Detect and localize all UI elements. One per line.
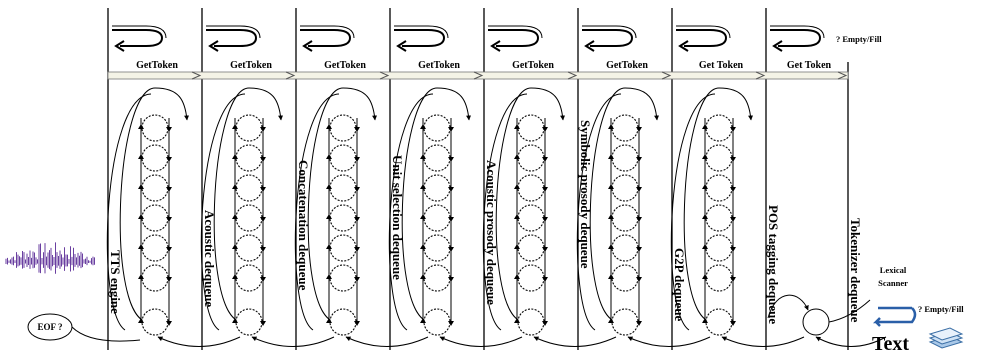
stage-label: Tokenizer dequeue xyxy=(848,218,863,323)
stage-label: Concatenation dequeue xyxy=(296,160,311,291)
buffer-slot xyxy=(236,145,262,171)
buffer-slot xyxy=(518,235,544,261)
chain-arrow xyxy=(722,337,804,347)
buffer-slot xyxy=(518,115,544,141)
get-token-label: GetToken xyxy=(606,60,648,71)
stage-label: G2P dequeue xyxy=(672,248,687,322)
uturn-arrow-icon xyxy=(206,26,260,51)
buffer-slot xyxy=(330,205,356,231)
get-token-band: GetToken GetToken GetToken GetToken GetToken… xyxy=(108,60,848,79)
text-input-label: Text xyxy=(872,333,909,355)
eof-link xyxy=(72,327,140,341)
stage-label: Unit selection dequeue xyxy=(390,155,405,280)
lexical-uturn-icon xyxy=(876,308,915,326)
get-token-label: GetToken xyxy=(512,60,554,71)
chain-arrow xyxy=(252,337,334,347)
buffer-slot xyxy=(330,235,356,261)
buffer-slot xyxy=(424,235,450,261)
buffer-slot xyxy=(706,205,732,231)
buffer-slot xyxy=(142,175,168,201)
buffer-slot xyxy=(424,265,450,291)
get-token-label: GetToken xyxy=(418,60,460,71)
get-token-label: Get Token xyxy=(787,60,832,71)
buffer-slot xyxy=(706,115,732,141)
empty-fill-icons xyxy=(112,26,824,51)
stage-label: Symbolic prosody dequeue xyxy=(578,120,593,269)
buffer-slot xyxy=(142,309,168,335)
buffer-slot xyxy=(330,145,356,171)
scanner-label: Scanner xyxy=(878,278,908,288)
buffer-slot xyxy=(424,309,450,335)
bottom-chain-arrows xyxy=(72,327,886,347)
uturn-arrow-icon xyxy=(676,26,730,51)
stage-label: Acoustic dequeue xyxy=(202,210,217,307)
buffer-slot xyxy=(612,205,638,231)
buffer-slot xyxy=(612,235,638,261)
buffer-slot xyxy=(518,145,544,171)
uturn-arrow-icon xyxy=(488,26,542,51)
chain-arrow xyxy=(628,337,710,347)
buffer-slot xyxy=(706,235,732,261)
chain-arrow xyxy=(346,337,428,347)
buffer-slot xyxy=(706,265,732,291)
uturn-arrow-icon xyxy=(582,26,636,51)
get-token-label: GetToken xyxy=(230,60,272,71)
buffer-slot xyxy=(612,309,638,335)
buffer-slot xyxy=(236,205,262,231)
buffer-slot xyxy=(706,309,732,335)
get-token-label: Get Token xyxy=(699,60,744,71)
buffer-slot xyxy=(612,265,638,291)
uturn-arrow-icon xyxy=(112,26,166,51)
buffer-slot xyxy=(236,235,262,261)
uturn-arrow-icon xyxy=(770,26,824,51)
eof-label: EOF ? xyxy=(38,322,63,332)
buffer-slot xyxy=(330,115,356,141)
buffer-slot xyxy=(330,265,356,291)
empty-fill-top-label: ? Empty/Fill xyxy=(836,34,882,44)
buffer-slot xyxy=(518,205,544,231)
buffer-slot xyxy=(142,265,168,291)
buffer-slot xyxy=(142,145,168,171)
chain-arrow xyxy=(534,337,616,347)
uturn-arrow-icon xyxy=(394,26,448,51)
lexical-scanner: Lexical Scanner ? Empty/Fill xyxy=(876,265,964,326)
buffer-slot xyxy=(424,205,450,231)
buffer-slot xyxy=(236,265,262,291)
buffer-slot xyxy=(142,205,168,231)
buffer-slot xyxy=(518,309,544,335)
eof-node: EOF ? xyxy=(28,314,72,340)
buffer-slot xyxy=(706,175,732,201)
stage-label: TTS engine xyxy=(108,250,123,314)
empty-fill-bottom-label: ? Empty/Fill xyxy=(918,304,964,314)
get-token-label: GetToken xyxy=(324,60,366,71)
buffer-slot xyxy=(236,309,262,335)
buffer-slot xyxy=(518,265,544,291)
buffer-slot xyxy=(424,175,450,201)
buffer-slot xyxy=(142,235,168,261)
chain-arrow xyxy=(158,337,240,347)
text-document-stack-icon xyxy=(930,328,962,348)
buffer-slot xyxy=(236,115,262,141)
buffer-slot xyxy=(518,175,544,201)
stage-label: Acoustic prosody dequeue xyxy=(484,160,499,305)
buffer-slot xyxy=(236,175,262,201)
buffer-slot xyxy=(612,115,638,141)
lexical-label: Lexical xyxy=(880,265,907,275)
buffer-slot xyxy=(424,115,450,141)
audio-waveform-icon xyxy=(6,242,95,273)
buffer-slot xyxy=(142,115,168,141)
buffer-slot xyxy=(706,145,732,171)
chain-arrow xyxy=(440,337,522,347)
get-token-label: GetToken xyxy=(136,60,178,71)
stage-label: POS tagging dequeue xyxy=(766,205,781,324)
buffer-slot xyxy=(612,145,638,171)
buffer-slot xyxy=(612,175,638,201)
buffer-slot xyxy=(424,145,450,171)
buffer-slot xyxy=(330,309,356,335)
uturn-arrow-icon xyxy=(300,26,354,51)
buffer-slot xyxy=(330,175,356,201)
